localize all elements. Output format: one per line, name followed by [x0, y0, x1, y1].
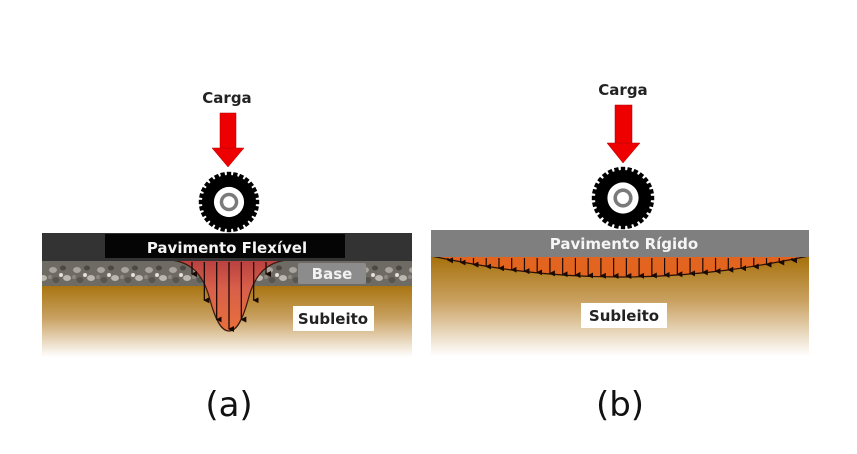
load-label: Carga [202, 89, 251, 107]
subgrade-label-box [293, 306, 374, 331]
tire-icon [198, 171, 260, 233]
panel-rigid-pavement: Carga Pavimento Rígido Subleito (b) [430, 81, 810, 425]
stress-distribution [430, 255, 810, 279]
tire-tread [649, 195, 655, 201]
load-label: Carga [598, 81, 647, 99]
load-arrow-icon [606, 104, 641, 164]
base-label: Base [312, 265, 353, 283]
tire-tread [198, 199, 204, 205]
caption-b: (b) [596, 385, 644, 425]
flexible-pavement-layer [42, 233, 412, 261]
pavement-label: Pavimento Flexível [147, 239, 307, 257]
load-arrow-icon [211, 112, 245, 168]
tire-tread [254, 199, 260, 205]
stress-bulb [169, 259, 289, 332]
base-label-box [298, 263, 366, 284]
subgrade-label-box [581, 303, 667, 328]
rigid-pavement-layer [431, 230, 809, 257]
subgrade-label: Subleito [298, 310, 368, 328]
tire-tread [591, 195, 597, 201]
panel-flexible-pavement: Carga Base Pavimento Flexível Subleito (… [42, 89, 412, 425]
subgrade-label: Subleito [589, 307, 659, 325]
caption-a: (a) [205, 385, 252, 425]
pavement-label: Pavimento Rígido [550, 235, 698, 253]
tire-icon [591, 166, 655, 230]
